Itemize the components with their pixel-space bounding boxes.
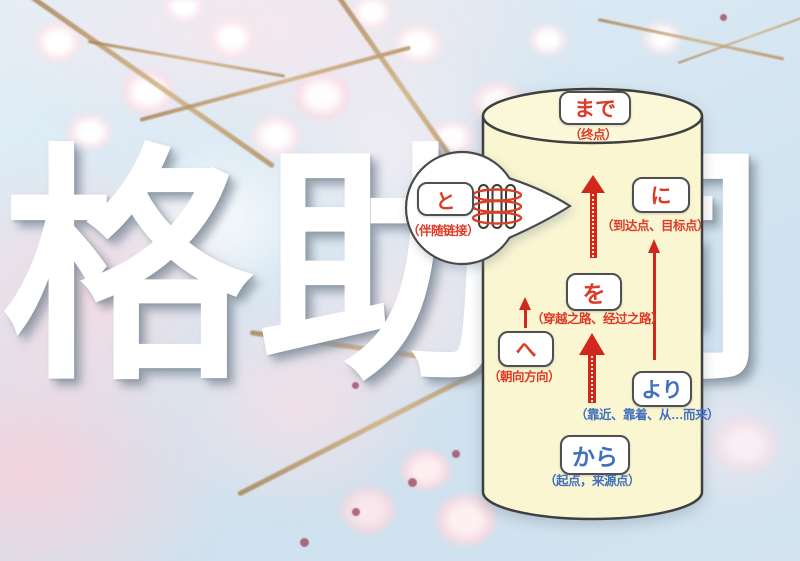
arrowhead-icon (581, 175, 605, 193)
arrowhead-icon (519, 297, 531, 310)
arrow-kara-to-wo (578, 333, 605, 403)
particle-to-label: と (435, 190, 456, 213)
flower-bud (300, 538, 309, 547)
flower-bud (352, 382, 359, 389)
particle-made-label: まで (574, 98, 616, 121)
flower-bud (352, 508, 360, 516)
bundle-icon (471, 184, 523, 229)
particle-wo-note: （穿越之路、经过之路） (530, 312, 664, 326)
particle-wo-label: を (582, 281, 606, 307)
particle-ni-note: （到达点、目标点） (600, 219, 710, 233)
particle-to-note: （伴随链接） (406, 224, 480, 238)
particle-yori-note: （靠近、靠着、从…而来） (574, 408, 720, 422)
arrow-he-up (519, 297, 531, 328)
arrowhead-icon (648, 239, 660, 253)
arrowhead-icon (578, 333, 605, 355)
particle-ni: に (632, 177, 690, 213)
particle-he: へ (498, 331, 554, 367)
arrow-yori-to-ni (648, 239, 660, 360)
particle-he-label: へ (515, 339, 537, 362)
particle-made-note: （终点） (568, 128, 618, 142)
particle-made: まで (559, 91, 631, 125)
flower-bud (452, 450, 460, 458)
particle-kara: から (560, 435, 630, 475)
flower-bud (720, 14, 727, 21)
particle-ni-label: に (650, 185, 672, 208)
particle-kara-label: から (572, 444, 618, 470)
arrow-wo-to-made (581, 175, 605, 258)
particle-yori-label: より (641, 379, 683, 402)
to-balloon (405, 150, 573, 266)
flower-bud (408, 478, 417, 487)
particle-he-note: （朝向方向） (487, 370, 561, 384)
particle-kara-note: （起点，来源点） (543, 474, 641, 488)
particle-to: と (417, 182, 474, 216)
particle-yori: より (632, 371, 692, 407)
particle-wo: を (566, 273, 622, 311)
